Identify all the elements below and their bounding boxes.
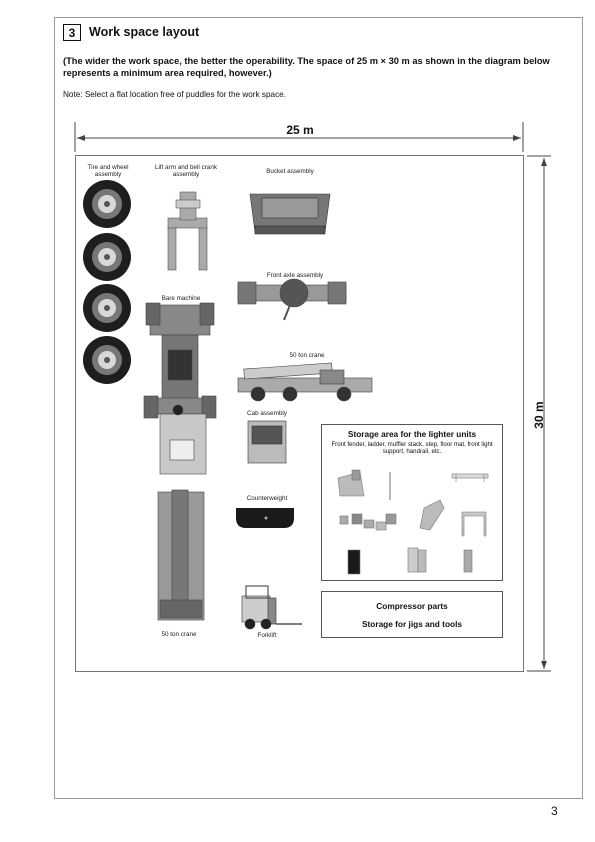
tire-wheel-illustration [83,180,131,384]
note-text: Note: Select a flat location free of pud… [63,90,287,99]
crane-truck-illustration [237,362,373,402]
lighter-units-illustration [337,469,489,575]
storage-area-title: Storage area for the lighter units [347,429,477,439]
crane-top-label: 50 ton crane [289,352,325,359]
lift-arm-label: Lift arm and bell crank assembly [155,164,217,178]
forklift-illustration [241,585,302,630]
page-frame [54,17,583,799]
width-dimension-label: 25 m [286,123,314,137]
intro-text: (The wider the work space, the better th… [63,56,550,78]
tire-label: Tire and wheel assembly [87,164,129,178]
bucket-illustration [249,193,331,235]
lift-arm-illustration [167,191,208,271]
jigs-tools-label: Storage for jigs and tools [361,619,463,629]
front-axle-illustration [237,278,347,321]
crane-bottom-label: 50 ton crane [161,631,197,638]
counterweight-illustration [236,508,294,528]
cab-label: Cab assembly [247,410,287,417]
compressor-box [321,591,503,638]
counterweight-label: Counterweight [246,495,288,502]
compressor-parts-label: Compressor parts [376,601,448,611]
section-title: Work space layout [89,25,200,39]
work-area [75,155,524,672]
bucket-label: Bucket assembly [266,168,314,175]
bare-machine-label: Bare machine [161,295,201,302]
storage-area-items: Front fender, ladder, muffler stack, ste… [331,441,493,455]
front-axle-label: Front axle assembly [266,272,324,279]
crane-boom-illustration [157,489,205,621]
section-number: 3 [63,24,81,41]
bare-machine-illustration [143,302,217,475]
page-number: 3 [551,804,558,818]
cab-illustration [247,420,287,464]
forklift-label: Forklift [257,632,277,639]
